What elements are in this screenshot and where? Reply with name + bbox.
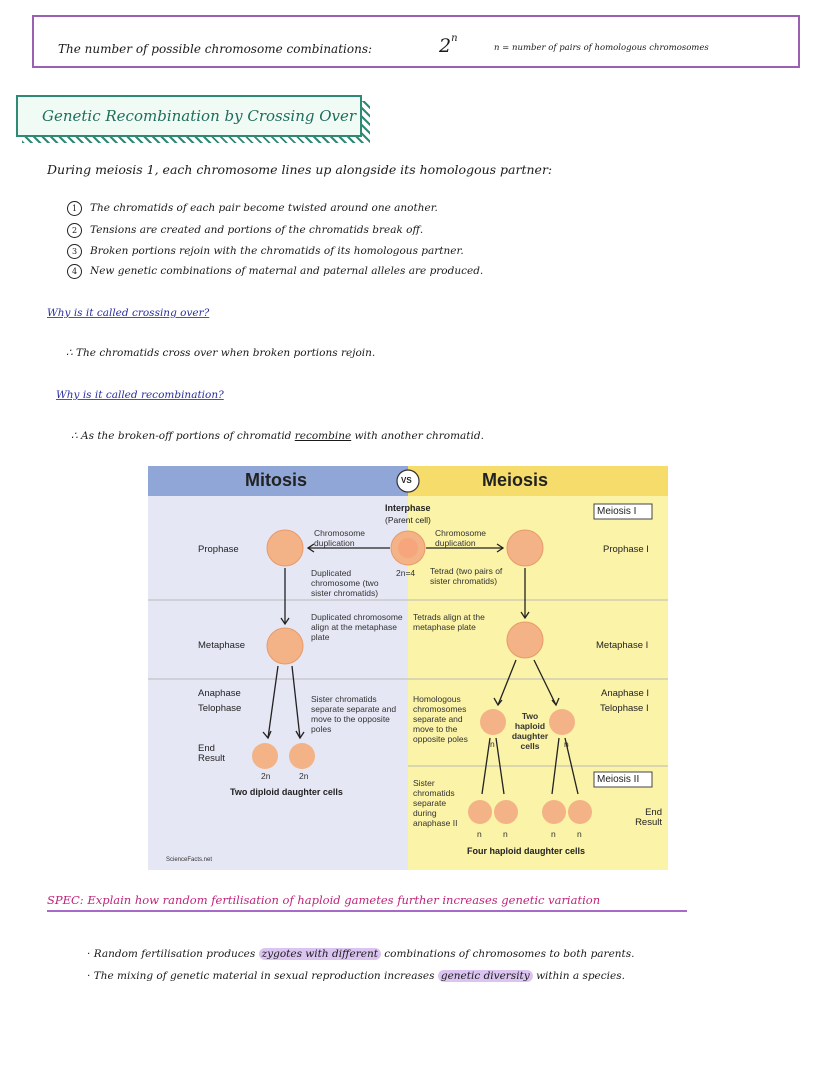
answer-post: with another chromatid. xyxy=(354,430,484,442)
spec-underline xyxy=(47,910,687,912)
step-text: New genetic combinations of maternal and… xyxy=(90,265,484,277)
ploidy-2n: 2n xyxy=(299,771,309,781)
formula-expression: 2n xyxy=(439,32,458,57)
tetrad-note: Tetrad (two pairs of sister chromatids) xyxy=(430,566,503,586)
chromosome-dup-left: Chromosome duplication xyxy=(314,528,366,548)
parent-cell-label: (Parent cell) xyxy=(385,515,431,525)
tetrads-align-note: Tetrads align at the metaphase plate xyxy=(413,612,485,632)
step-text: Tensions are created and portions of the… xyxy=(90,224,424,236)
step-number: 2 xyxy=(67,223,82,238)
bullet-pre: The mixing of genetic material in sexual… xyxy=(93,970,435,982)
answer-recombination: ∴ As the broken-off portions of chromati… xyxy=(71,430,484,442)
mitosis-title: Mitosis xyxy=(245,470,308,490)
sister-separate-note: Sister chromatids separate separate and … xyxy=(311,694,397,734)
step-number: 1 xyxy=(67,201,82,216)
anaphase-label: Anaphase xyxy=(198,688,241,699)
vs-badge: VS xyxy=(401,476,412,485)
step-number: 3 xyxy=(67,244,82,259)
formula-box: The number of possible chromosome combin… xyxy=(32,15,800,68)
duplicated-chromosome-note: Duplicated chromosome (two sister chroma… xyxy=(311,568,379,598)
answer-pre: ∴ As the broken-off portions of chromati… xyxy=(71,430,292,442)
formula-text: The number of possible chromosome combin… xyxy=(58,42,373,56)
step-3: 3 Broken portions rejoin with the chromat… xyxy=(67,244,464,259)
question-crossing-over: Why is it called crossing over? xyxy=(47,307,210,319)
mitosis-meiosis-diagram: Mitosis VS Meiosis Interphase (Parent ce… xyxy=(148,466,668,870)
step-1: 1 The chromatids of each pair become twis… xyxy=(67,201,438,216)
formula-note: n = number of pairs of homologous chromo… xyxy=(494,43,709,53)
telophase-label: Telophase xyxy=(198,703,242,714)
formula-base: 2 xyxy=(439,35,452,57)
anaphase-one-label: Anaphase I xyxy=(601,688,650,699)
prophase-one-label: Prophase I xyxy=(603,544,649,555)
bullet-highlight: genetic diversity xyxy=(437,970,533,982)
sciencefacts-logo: ScienceFacts.net xyxy=(166,857,213,863)
bullet-post: combinations of chromosomes to both pare… xyxy=(384,948,635,960)
metaphase-label: Metaphase xyxy=(198,640,246,651)
step-2: 2 Tensions are created and portions of th… xyxy=(67,223,423,238)
interphase-label: Interphase xyxy=(385,503,431,513)
diagram-graphic xyxy=(148,466,668,870)
ploidy-2n: 2n xyxy=(261,771,271,781)
step-text: The chromatids of each pair become twist… xyxy=(90,202,438,214)
chromosome-dup-right: Chromosome duplication xyxy=(435,528,487,548)
ploidy-n: n xyxy=(577,829,582,839)
homologous-note: Homologous chromosomes separate and move… xyxy=(413,694,468,744)
ploidy-n: n xyxy=(503,829,508,839)
two-diploid-label: Two diploid daughter cells xyxy=(230,787,343,797)
answer-keyword: recombine xyxy=(294,430,352,442)
prophase-label: Prophase xyxy=(198,544,239,555)
meiosis-two-box: Meiosis II xyxy=(597,774,640,785)
telophase-one-label: Telophase I xyxy=(600,703,649,714)
heading-box: Genetic Recombination by Crossing Over xyxy=(16,95,362,137)
bullet-pre: Random fertilisation produces xyxy=(93,948,256,960)
bullet-post: within a species. xyxy=(536,970,625,982)
bullet-2: · The mixing of genetic material in sexu… xyxy=(87,970,625,982)
answer-crossing-over: ∴ The chromatids cross over when broken … xyxy=(66,347,376,359)
end-result-label: End Result xyxy=(198,743,225,764)
bullet-1: · Random fertilisation produces zygotes … xyxy=(87,948,635,960)
two-haploid-note: Two haploid daughter cells xyxy=(511,711,549,751)
duplicated-align-note: Duplicated chromosome align at the metap… xyxy=(311,612,403,642)
ploidy-n: n xyxy=(490,739,495,749)
meiosis-title: Meiosis xyxy=(482,470,549,490)
bullet-highlight: zygotes with different xyxy=(258,948,381,960)
metaphase-one-label: Metaphase I xyxy=(596,640,649,651)
sister-separate-two-note: Sister chromatids separate during anapha… xyxy=(413,778,458,828)
formula-exponent: n xyxy=(451,32,458,44)
four-haploid-label: Four haploid daughter cells xyxy=(467,846,586,856)
ploidy-n: n xyxy=(551,829,556,839)
intro-text: During meiosis 1, each chromosome lines … xyxy=(47,162,553,177)
meiosis-one-box: Meiosis I xyxy=(597,506,637,517)
step-text: Broken portions rejoin with the chromati… xyxy=(90,245,464,257)
ploidy-label: 2n=4 xyxy=(396,568,416,578)
ploidy-n: n xyxy=(564,739,569,749)
ploidy-n: n xyxy=(477,829,482,839)
step-4: 4 New genetic combinations of maternal an… xyxy=(67,264,483,279)
spec-line: SPEC: Explain how random fertilisation o… xyxy=(47,893,601,907)
end-result-right-label: End Result xyxy=(635,807,662,828)
question-recombination: Why is it called recombination? xyxy=(56,389,224,401)
step-number: 4 xyxy=(67,264,82,279)
section-heading: Genetic Recombination by Crossing Over xyxy=(42,107,357,125)
